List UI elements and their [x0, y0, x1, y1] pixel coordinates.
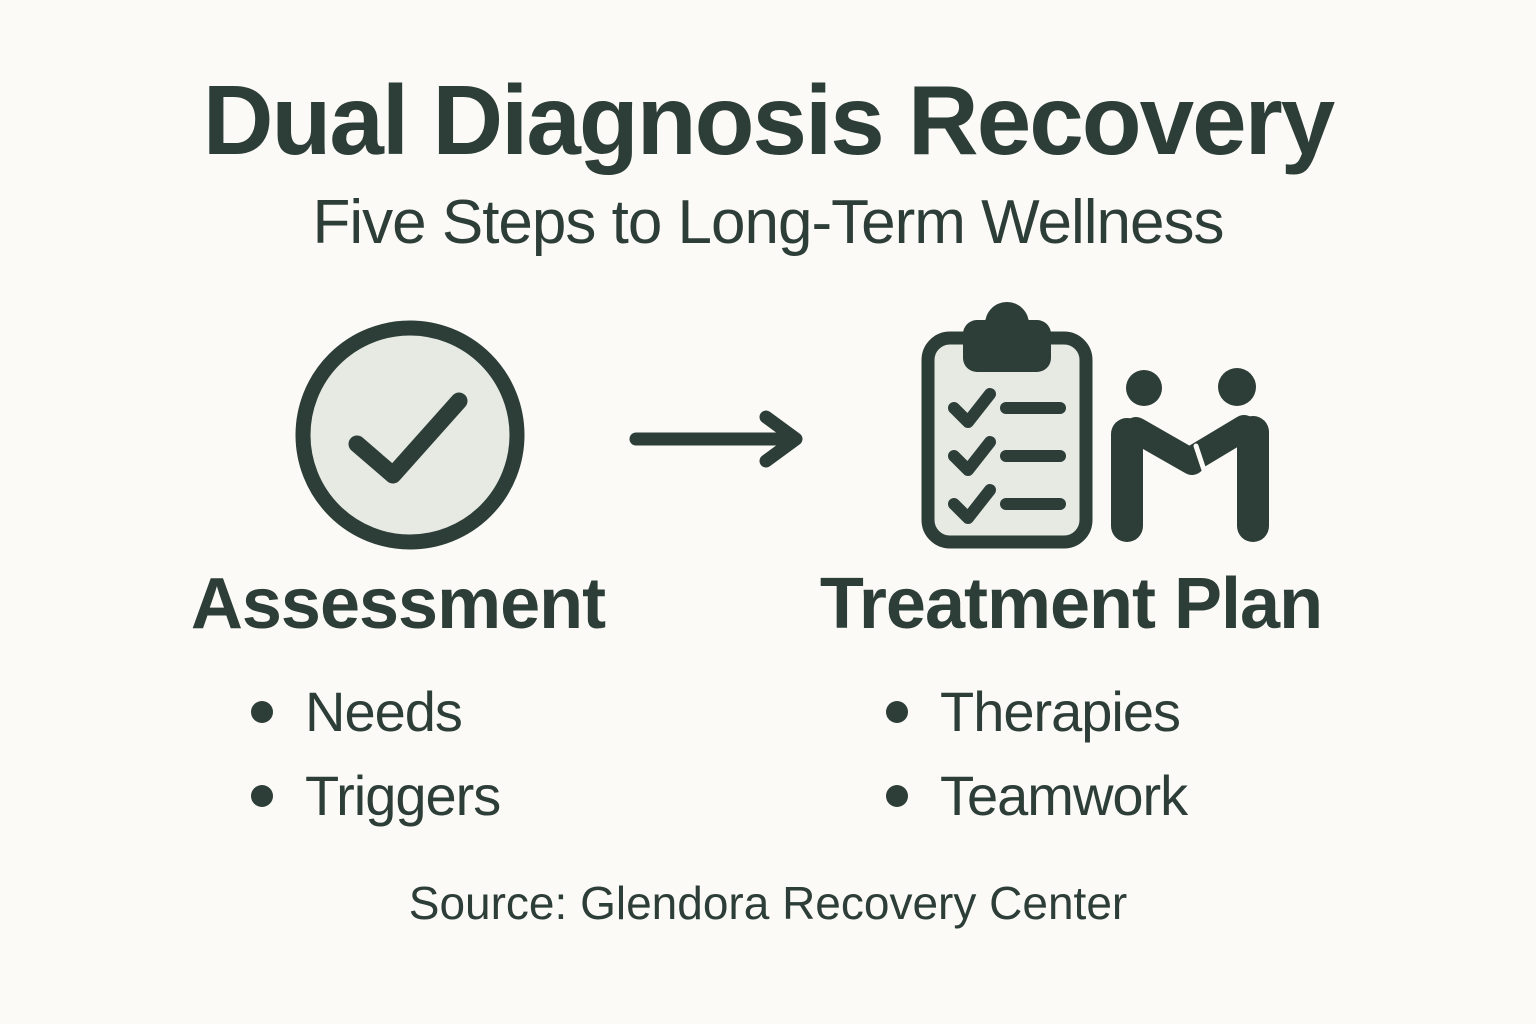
clipboard-checklist-icon	[921, 302, 1093, 549]
bullet-label: Therapies	[940, 680, 1181, 743]
assessment-bullet-list: Needs Triggers	[251, 682, 501, 850]
bullet-label: Triggers	[305, 764, 501, 827]
page-subtitle: Five Steps to Long-Term Wellness	[312, 188, 1224, 257]
arrow-right-icon	[629, 410, 803, 468]
list-item: Teamwork	[886, 764, 1188, 827]
bullet-label: Needs	[305, 680, 463, 743]
page-title: Dual Diagnosis Recovery	[202, 65, 1335, 175]
bullet-dot	[886, 701, 908, 723]
treatment-plan-bullet-list: Therapies Teamwork	[886, 682, 1188, 850]
bullet-dot	[886, 785, 908, 807]
list-item: Therapies	[886, 682, 1187, 742]
list-item: Needs	[251, 682, 500, 742]
bullet-dot	[251, 701, 273, 723]
list-item: Triggers	[251, 764, 501, 827]
check-circle-icon	[295, 320, 525, 550]
step-label-assessment: Assessment	[190, 564, 606, 644]
source-attribution: Source: Glendora Recovery Center	[408, 877, 1128, 929]
bullet-label: Teamwork	[940, 764, 1188, 827]
step-label-treatment-plan: Treatment Plan	[819, 564, 1323, 644]
handshake-people-icon	[1111, 368, 1269, 542]
bullet-dot	[251, 785, 273, 807]
